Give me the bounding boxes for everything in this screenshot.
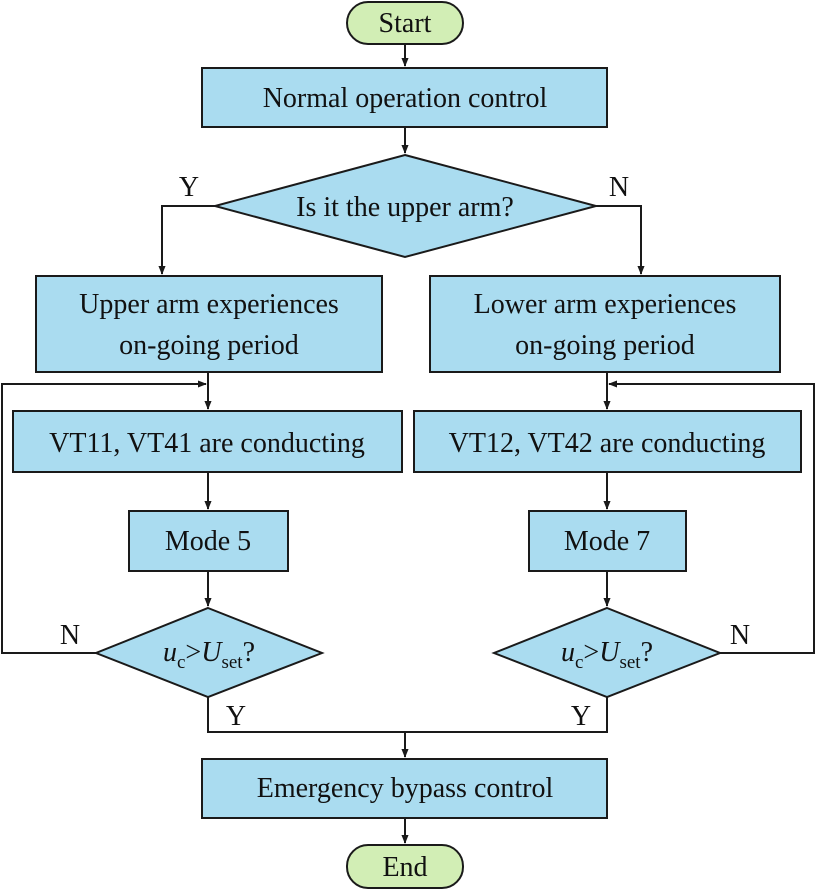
upper-arm-decision: Is it the upper arm?: [211, 153, 600, 259]
vt-right-box: VT12, VT42 are conducting: [413, 410, 802, 473]
start-label: Start: [379, 8, 432, 39]
vt-left-box: VT11, VT41 are conducting: [12, 410, 403, 473]
compare-decision-right: uc>Uset?: [491, 606, 723, 699]
branch-label-yes-top: Y: [179, 172, 199, 203]
vt-left-label: VT11, VT41 are conducting: [49, 428, 365, 459]
upper-arm-decision-label: Is it the upper arm?: [296, 192, 514, 223]
vt-right-label: VT12, VT42 are conducting: [449, 428, 766, 459]
branch-label-no-left: N: [60, 620, 80, 651]
upper-arm-label-line2: on-going period: [119, 330, 299, 361]
mode5-box: Mode 5: [128, 510, 289, 572]
compare-decision-left: uc>Uset?: [93, 606, 325, 699]
upper-arm-label-line1: Upper arm experiences: [79, 289, 339, 320]
arrow-decision-no: [596, 205, 645, 275]
arrow-decision-yes: [158, 205, 215, 275]
merge-line-yes: [207, 697, 608, 733]
lower-arm-label-line1: Lower arm experiences: [474, 289, 737, 320]
compare-right-label: uc>Uset?: [561, 637, 653, 673]
branch-label-no-right: N: [730, 620, 750, 651]
lower-arm-label-line2: on-going period: [515, 330, 695, 361]
emergency-bypass-label: Emergency bypass control: [257, 773, 554, 804]
arrow-right-loop-no: [608, 380, 815, 654]
branch-label-yes-right: Y: [571, 701, 591, 732]
branch-label-no-top: N: [609, 172, 629, 203]
emergency-bypass-box: Emergency bypass control: [201, 758, 608, 819]
end-label: End: [382, 852, 427, 883]
end-terminal: End: [346, 844, 464, 889]
mode5-label: Mode 5: [165, 526, 251, 557]
branch-label-yes-left: Y: [226, 701, 246, 732]
compare-left-label: uc>Uset?: [163, 637, 255, 673]
lower-arm-box: Lower arm experiences on-going period: [429, 275, 781, 373]
mode7-label: Mode 7: [564, 526, 650, 557]
arrow-left-loop-no: [1, 380, 207, 654]
normal-operation-box: Normal operation control: [201, 67, 608, 128]
mode7-box: Mode 7: [528, 510, 687, 572]
normal-operation-label: Normal operation control: [263, 83, 548, 114]
start-terminal: Start: [346, 1, 464, 45]
connectors: [1, 44, 815, 844]
upper-arm-box: Upper arm experiences on-going period: [35, 275, 383, 373]
